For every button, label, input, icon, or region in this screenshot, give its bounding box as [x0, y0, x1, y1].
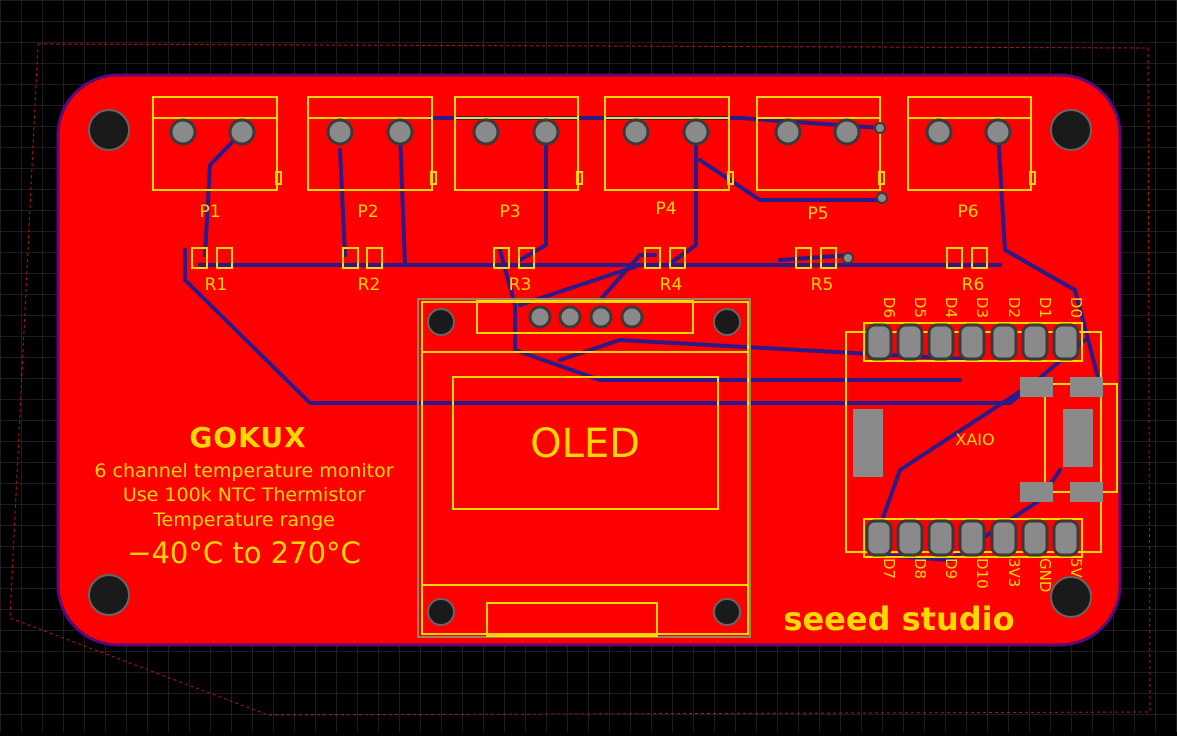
- resistor-label: R3: [509, 275, 532, 295]
- brand-logo: GOKUX: [189, 421, 306, 454]
- oled-module[interactable]: OLED: [417, 298, 751, 638]
- connector-label: P5: [807, 204, 828, 224]
- header-pin: [990, 519, 1018, 557]
- pin-label-gnd: GND: [1036, 558, 1054, 592]
- connector-p3[interactable]: P3: [454, 96, 583, 222]
- resistor-r5[interactable]: R5: [795, 247, 837, 295]
- connector-p4[interactable]: P4: [604, 96, 734, 219]
- connector-label: P6: [957, 202, 978, 222]
- pin-label-d4: D4: [942, 297, 960, 318]
- mount-hole: [1050, 109, 1092, 151]
- resistor-r1[interactable]: R1: [191, 247, 233, 295]
- mount-hole: [88, 109, 130, 151]
- header-pin: [1021, 519, 1049, 557]
- pin-label-d10: D10: [973, 558, 991, 589]
- header-pin: [1052, 323, 1080, 361]
- pin-label-d2: D2: [1005, 297, 1023, 318]
- oled-mount-hole: [427, 598, 455, 626]
- oled-mount-hole: [713, 598, 741, 626]
- module-label: XAIO: [955, 430, 994, 449]
- pin-label-3v3: 3V3: [1005, 558, 1023, 587]
- temperature-range: −40°C to 270°C: [127, 536, 361, 570]
- pin-label-d7: D7: [880, 558, 898, 579]
- header-pin: [1021, 323, 1049, 361]
- pin-label-5v: 5V: [1067, 558, 1085, 579]
- module-pad: [1020, 482, 1053, 502]
- mounting-holes: [88, 109, 1092, 618]
- oled-pin: [528, 305, 552, 329]
- via: [876, 192, 888, 204]
- header-pin: [990, 323, 1018, 361]
- description-line-1: 6 channel temperature monitor: [94, 460, 393, 482]
- pin-label-d9: D9: [942, 558, 960, 579]
- xiao-module[interactable]: XAIO: [845, 331, 1118, 553]
- keepout-outline: [9, 43, 1151, 716]
- oled-pin: [589, 305, 613, 329]
- oled-pin: [620, 305, 644, 329]
- header-bottom-row: D7 D8 D9 D10 3V3 GND 5V: [863, 518, 1085, 592]
- resistors: R1 R2 R3 R4 R5 R6: [191, 247, 988, 295]
- connector-p6[interactable]: P6: [907, 96, 1036, 222]
- resistor-label: R2: [358, 275, 381, 295]
- pin-label-d0: D0: [1067, 297, 1085, 318]
- connector-p5[interactable]: P5: [756, 96, 885, 224]
- resistor-r3[interactable]: R3: [493, 247, 535, 295]
- header-pin: [896, 323, 924, 361]
- module-pad: [853, 409, 883, 477]
- resistor-label: R4: [660, 275, 683, 295]
- resistor-label: R5: [811, 275, 834, 295]
- oled-mount-hole: [427, 308, 455, 336]
- pin-label-d8: D8: [911, 558, 929, 579]
- pin-label-d1: D1: [1036, 297, 1054, 318]
- pin-label-d5: D5: [911, 297, 929, 318]
- header-pin: [958, 519, 986, 557]
- oled-label: OLED: [530, 421, 640, 467]
- module-pad: [1020, 377, 1053, 397]
- header-pin: [927, 519, 955, 557]
- module-pad: [1063, 409, 1093, 467]
- resistor-label: R1: [205, 275, 228, 295]
- description-line-2: Use 100k NTC Thermistor: [123, 484, 365, 506]
- via: [842, 252, 854, 264]
- header-pin: [1052, 519, 1080, 557]
- oled-mount-hole: [713, 308, 741, 336]
- connector-label: P1: [199, 202, 220, 222]
- resistor-r2[interactable]: R2: [342, 247, 383, 295]
- terminal-connectors: P1 P2 P3 P4: [152, 96, 1036, 224]
- header-pin: [958, 323, 986, 361]
- via: [874, 122, 886, 134]
- pcb-board: [56, 73, 1122, 647]
- header-pin: [896, 519, 924, 557]
- resistor-label: R6: [962, 275, 985, 295]
- description-line-3: Temperature range: [152, 509, 335, 531]
- copper-traces: [183, 116, 1102, 562]
- connector-p2[interactable]: P2: [307, 96, 437, 222]
- header-pin: [865, 519, 893, 557]
- module-pad: [1070, 377, 1103, 397]
- board-silkscreen-text: GOKUX 6 channel temperature monitor Use …: [94, 421, 1014, 638]
- connector-label: P2: [357, 202, 378, 222]
- connector-label: P4: [655, 199, 676, 219]
- vendor-logo: seeed studio: [783, 600, 1014, 638]
- mount-hole: [1050, 576, 1092, 618]
- resistor-r4[interactable]: R4: [644, 247, 686, 295]
- header-top-row: D6 D5 D4 D3 D2 D1 D0: [863, 297, 1085, 362]
- resistor-r6[interactable]: R6: [946, 247, 988, 295]
- pin-label-d3: D3: [973, 297, 991, 318]
- module-pad: [1070, 482, 1103, 502]
- oled-pin: [558, 305, 582, 329]
- header-pin: [865, 323, 893, 361]
- mount-hole: [88, 574, 130, 616]
- header-pin: [927, 323, 955, 361]
- pin-label-d6: D6: [880, 297, 898, 318]
- connector-p1[interactable]: P1: [152, 96, 282, 222]
- connector-label: P3: [499, 202, 520, 222]
